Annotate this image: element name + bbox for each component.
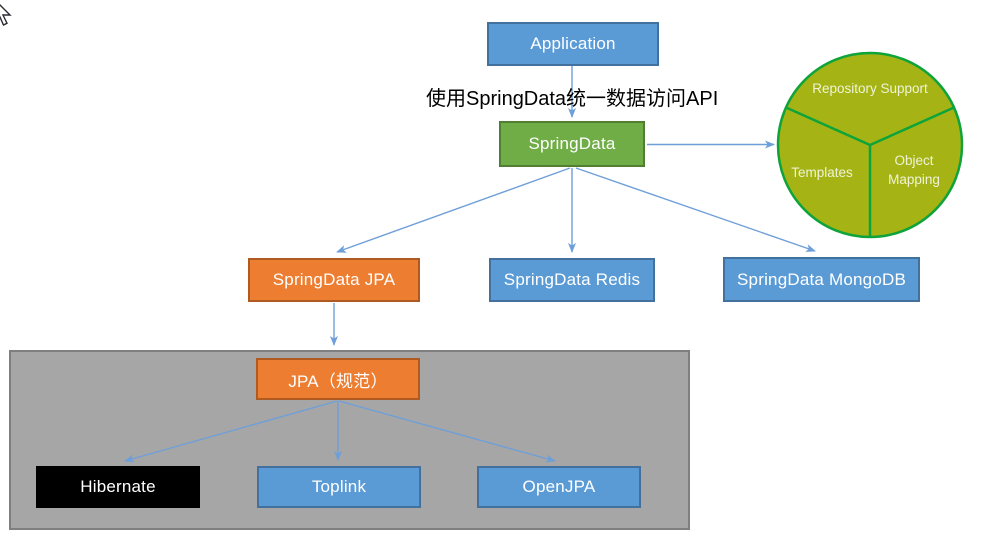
node-jpa-spec: JPA（规范） bbox=[256, 358, 420, 400]
node-hibernate: Hibernate bbox=[36, 466, 200, 508]
node-springdata: SpringData bbox=[499, 121, 645, 167]
circle-divider-upleft bbox=[785, 106, 871, 147]
node-springdata-redis: SpringData Redis bbox=[489, 258, 655, 302]
node-application: Application bbox=[487, 22, 659, 66]
node-springdata-mongodb: SpringData MongoDB bbox=[723, 257, 920, 302]
circle-segment-object-mapping: Object Mapping bbox=[888, 153, 940, 187]
node-toplink: Toplink bbox=[257, 466, 421, 508]
mouse-cursor-icon bbox=[0, 4, 12, 26]
arrow-spec-to-hibernate bbox=[124, 400, 338, 463]
annotation-text: 使用SpringData统一数据访问API bbox=[426, 88, 719, 110]
node-springdata-jpa: SpringData JPA bbox=[248, 258, 420, 302]
arrow-spec-to-openjpa bbox=[338, 400, 556, 463]
arrow-springdata-to-jpa bbox=[336, 167, 571, 253]
circle-divider-upright bbox=[869, 106, 955, 147]
circle-segment-repository-support: Repository Support bbox=[812, 81, 928, 96]
circle-segment-templates: Templates bbox=[791, 165, 853, 180]
arrow-springdata-to-mongodb bbox=[575, 167, 816, 252]
node-openjpa: OpenJPA bbox=[477, 466, 641, 508]
